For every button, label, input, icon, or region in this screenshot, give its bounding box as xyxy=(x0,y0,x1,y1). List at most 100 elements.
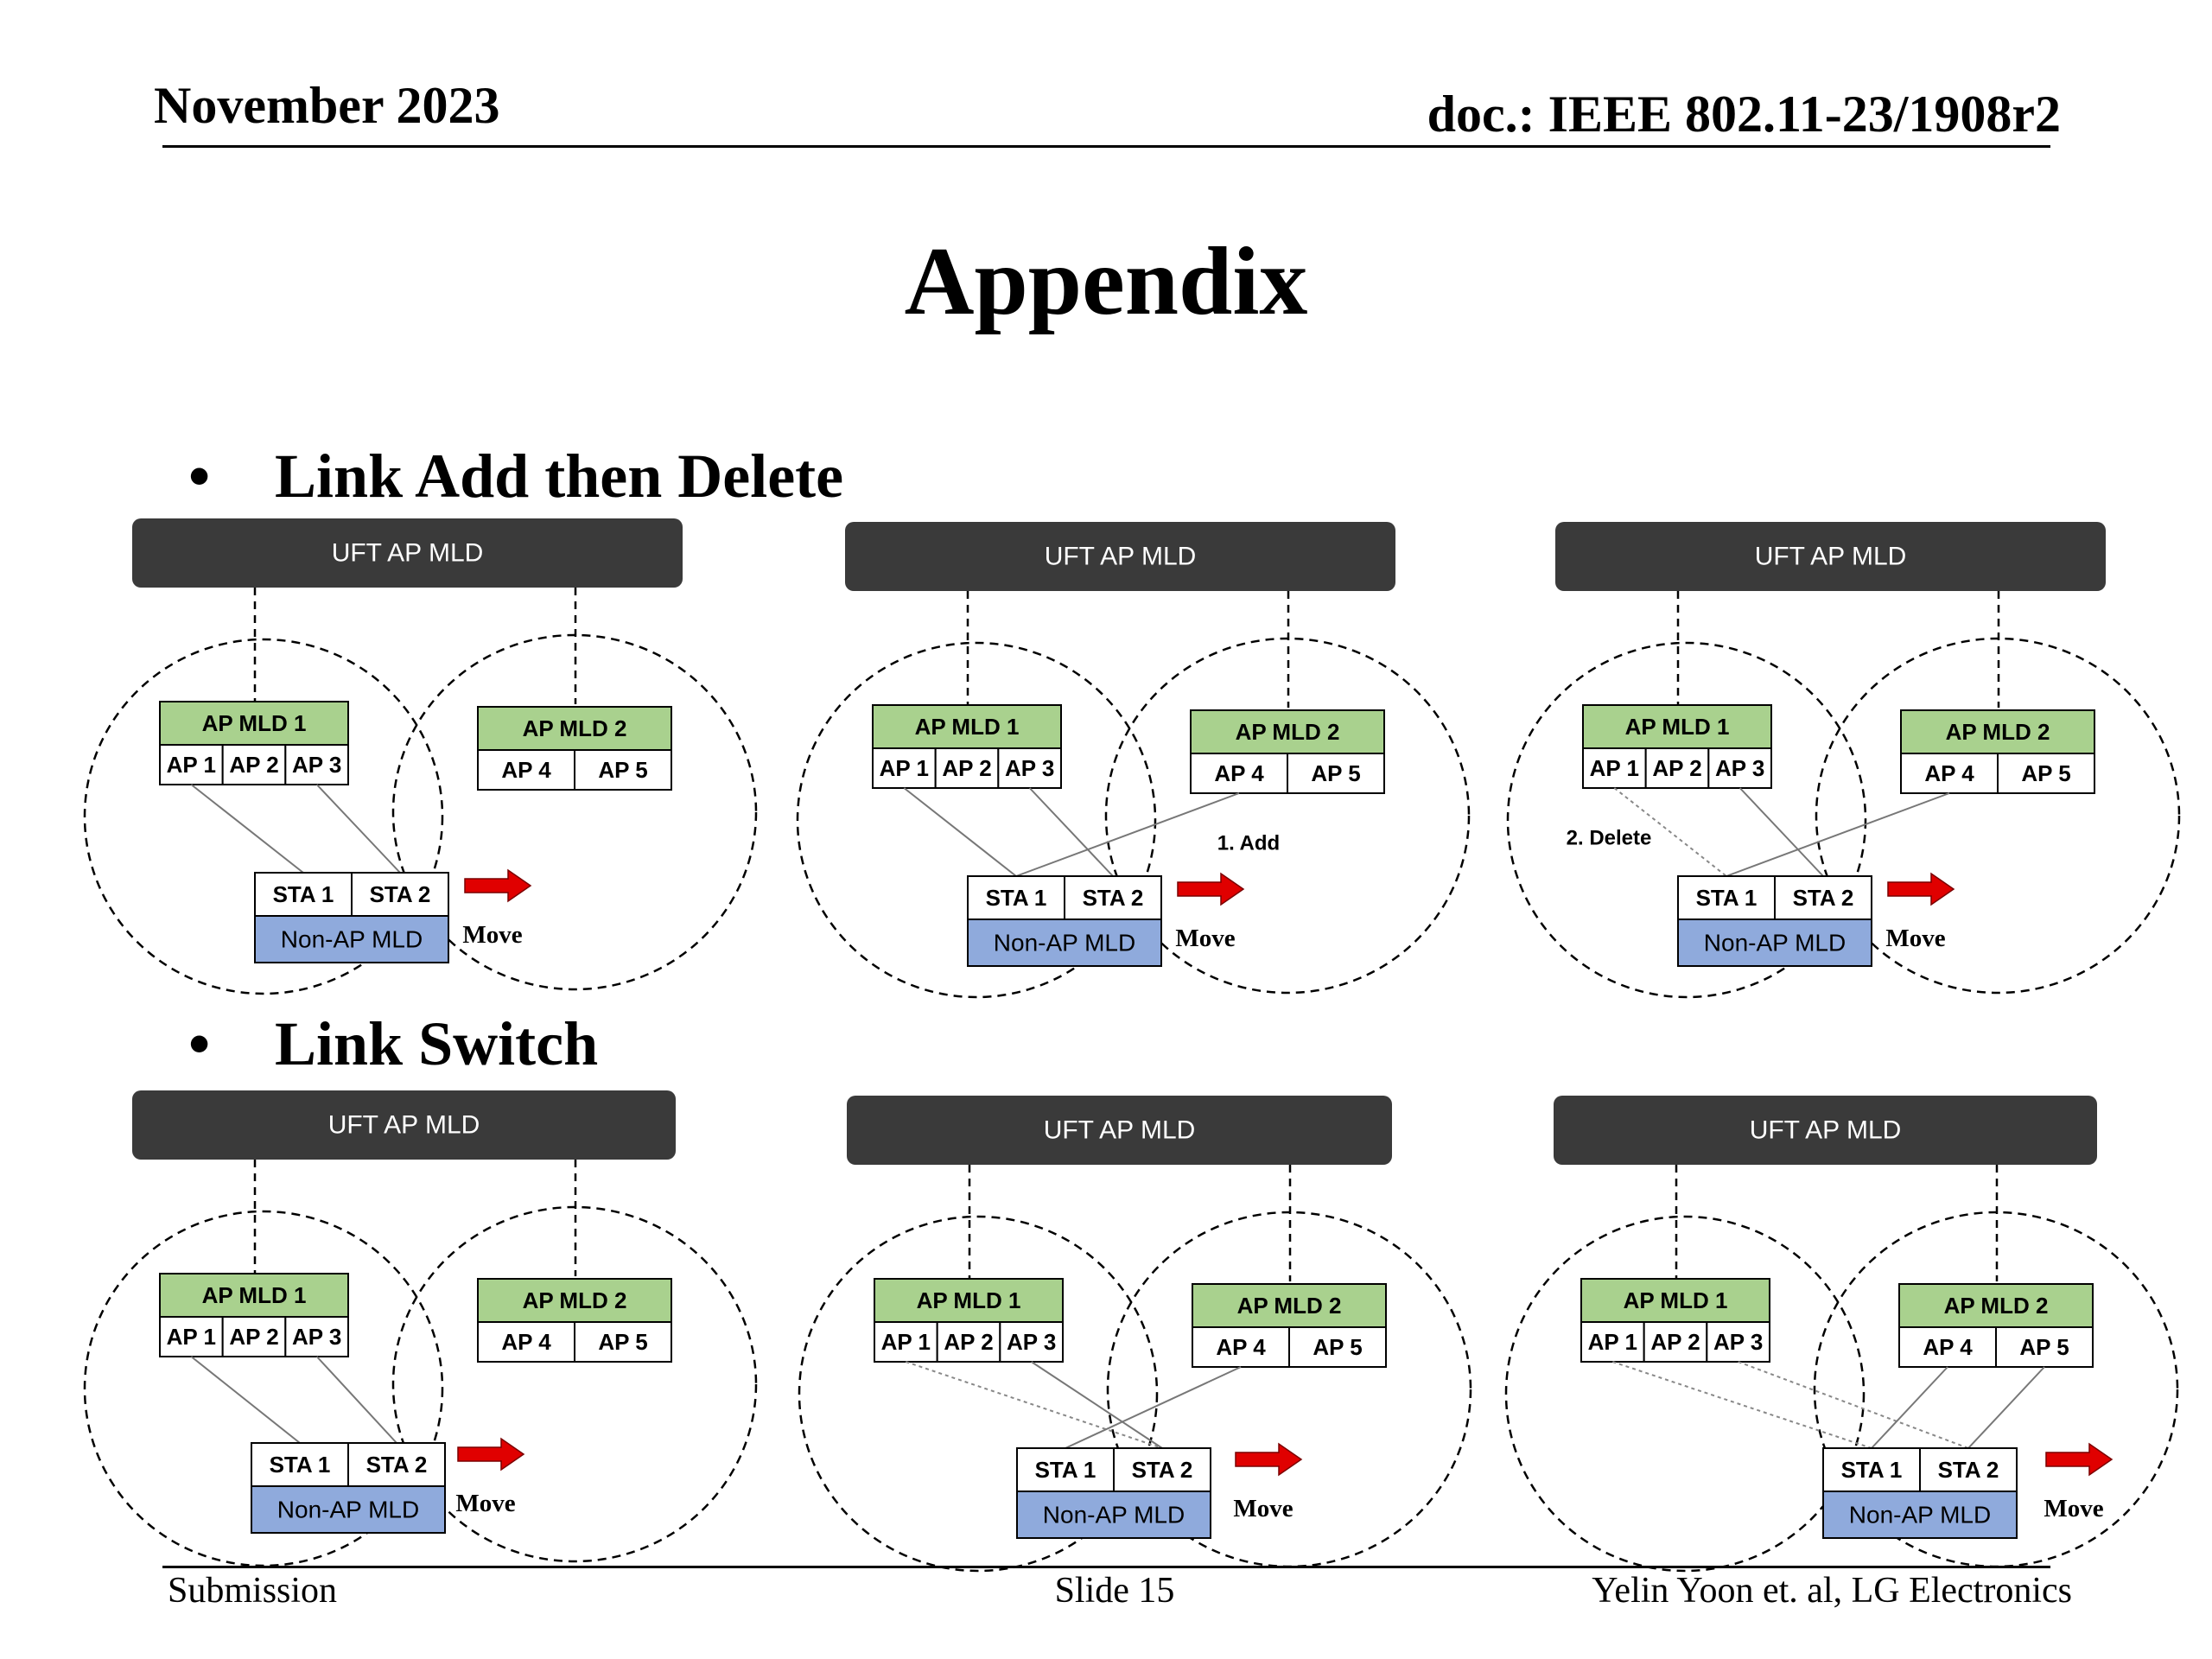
ap-mld-2-header xyxy=(477,706,672,751)
section-heading-link-switch: •Link Switch xyxy=(188,1013,598,1075)
ap-mld-1-header xyxy=(874,1278,1064,1323)
footer-slide-number: Slide 15 xyxy=(1054,1571,1175,1611)
move-label: Move xyxy=(462,921,522,949)
section-label: Link Switch xyxy=(275,1009,599,1078)
ap-cell-label: AP 3 xyxy=(292,752,341,778)
ap-cell-label: AP 3 xyxy=(292,1324,341,1350)
footer-author: Yelin Yoon et. al, LG Electronics xyxy=(1592,1571,2072,1611)
non-ap-mld-label: Non-AP MLD xyxy=(994,930,1135,957)
ap-mld-1-header xyxy=(872,704,1062,749)
link-line-ap3-sta2 xyxy=(315,1356,397,1444)
ap-cell-label: AP 2 xyxy=(942,755,991,781)
non-ap-mld-label: Non-AP MLD xyxy=(281,926,423,953)
sta-cell-label: STA 2 xyxy=(366,1452,428,1478)
coverage-circle-1 xyxy=(798,1215,1159,1573)
ap-mld-1-label: AP MLD 1 xyxy=(202,710,307,736)
uft-ap-mld-label: UFT AP MLD xyxy=(1045,543,1197,571)
ap-mld-1-label: AP MLD 1 xyxy=(1624,1287,1728,1313)
ap-cell-ap5 xyxy=(1288,1326,1387,1368)
sta-cell-label: STA 2 xyxy=(1083,885,1144,911)
ap-cell-label: AP 1 xyxy=(167,1324,216,1350)
ap-cell-ap3 xyxy=(1706,1321,1771,1363)
ap-cell-ap2 xyxy=(1644,747,1710,789)
link-line-ap4-sta1 xyxy=(1065,1366,1242,1449)
ap-cell-label: AP 5 xyxy=(1313,1334,1362,1360)
ap-cell-label: AP 2 xyxy=(229,752,278,778)
link-line-ap1-sta1 xyxy=(190,784,304,874)
coverage-circle-1 xyxy=(83,638,444,995)
ap-cell-label: AP 1 xyxy=(880,755,929,781)
ap-cell-label: AP 5 xyxy=(2021,760,2070,786)
ap-cell-label: AP 4 xyxy=(1924,760,1974,786)
sta-cell-label: STA 1 xyxy=(1696,885,1758,911)
uft-ap-mld-label: UFT AP MLD xyxy=(328,1111,480,1140)
bullet-icon: • xyxy=(188,1009,211,1078)
header-date: November 2023 xyxy=(154,77,500,134)
ap-cell-label: AP 3 xyxy=(1715,755,1764,781)
link-line-ap1-sta2 xyxy=(906,1361,1163,1449)
non-ap-mld-box xyxy=(1822,1491,2018,1539)
sta-cell-sta2 xyxy=(347,1442,446,1487)
ap-cell-label: AP 4 xyxy=(501,757,551,783)
link-line-ap3-sta2 xyxy=(1028,787,1114,877)
ap-mld-1-label: AP MLD 1 xyxy=(917,1287,1021,1313)
ap-mld-1-header xyxy=(159,1273,349,1318)
link-line-ap3-sta2 xyxy=(1738,1361,1969,1449)
bullet-icon: • xyxy=(188,442,211,511)
ap-cell-label: AP 1 xyxy=(1588,1329,1637,1355)
move-label: Move xyxy=(1885,925,1945,952)
footer-submission: Submission xyxy=(168,1571,338,1611)
ap-mld-1-label: AP MLD 1 xyxy=(915,714,1020,740)
ap-cell-ap3 xyxy=(997,747,1063,789)
ap-cell-ap2 xyxy=(936,1321,1001,1363)
annotation-add: 1. Add xyxy=(1217,832,1280,855)
non-ap-mld-box xyxy=(967,918,1162,967)
sta-cell-sta2 xyxy=(1774,875,1872,920)
link-line-ap5-sta2 xyxy=(1967,1366,2045,1449)
move-label: Move xyxy=(1233,1495,1293,1522)
sta-cell-sta1 xyxy=(251,1442,349,1487)
ap-mld-2-label: AP MLD 2 xyxy=(523,715,627,741)
ap-cell-ap4 xyxy=(1190,753,1288,794)
ap-cell-label: AP 3 xyxy=(1005,755,1054,781)
ap-mld-1-header xyxy=(1582,704,1772,749)
uft-ap-mld-bar xyxy=(1554,1096,2097,1165)
sta-cell-label: STA 1 xyxy=(1035,1457,1096,1483)
coverage-circle-1 xyxy=(1504,1215,1866,1573)
uft-ap-mld-label: UFT AP MLD xyxy=(1755,543,1907,571)
ap-cell-ap1 xyxy=(159,744,224,785)
ap-cell-label: AP 1 xyxy=(167,752,216,778)
ap-cell-ap3 xyxy=(284,1316,350,1357)
annotation-delete: 2. Delete xyxy=(1567,827,1652,850)
sta-cell-label: STA 2 xyxy=(1938,1457,1999,1483)
ap-mld-2-label: AP MLD 2 xyxy=(1944,1293,2049,1319)
move-arrow-icon xyxy=(1887,872,1955,906)
non-ap-mld-box xyxy=(254,915,449,963)
link-line-ap3-sta2 xyxy=(315,784,401,874)
link-line-ap1-sta1 xyxy=(1612,1361,1872,1449)
sta-cell-sta2 xyxy=(351,872,449,917)
ap-cell-ap2 xyxy=(1643,1321,1708,1363)
section-heading-link-add-delete: •Link Add then Delete xyxy=(188,445,843,507)
uft-ap-mld-bar xyxy=(132,518,683,588)
ap-mld-2-label: AP MLD 2 xyxy=(523,1287,627,1313)
link-line-ap4-sta1 xyxy=(1871,1366,1948,1449)
sta-cell-label: STA 2 xyxy=(370,881,431,907)
coverage-circle-2 xyxy=(391,633,758,991)
ap-cell-ap5 xyxy=(574,749,672,791)
ap-cell-ap4 xyxy=(477,1321,575,1363)
ap-mld-1-header xyxy=(1580,1278,1770,1323)
link-line-ap1-sta1 xyxy=(1613,787,1727,877)
coverage-circle-2 xyxy=(391,1205,758,1563)
ap-cell-label: AP 5 xyxy=(598,757,647,783)
ap-cell-label: AP 4 xyxy=(1214,760,1264,786)
footer-rule xyxy=(162,1566,2050,1568)
sta-cell-label: STA 1 xyxy=(273,881,334,907)
sta-cell-sta1 xyxy=(1016,1447,1115,1492)
non-ap-mld-label: Non-AP MLD xyxy=(1849,1502,1991,1529)
non-ap-mld-label: Non-AP MLD xyxy=(1704,930,1846,957)
